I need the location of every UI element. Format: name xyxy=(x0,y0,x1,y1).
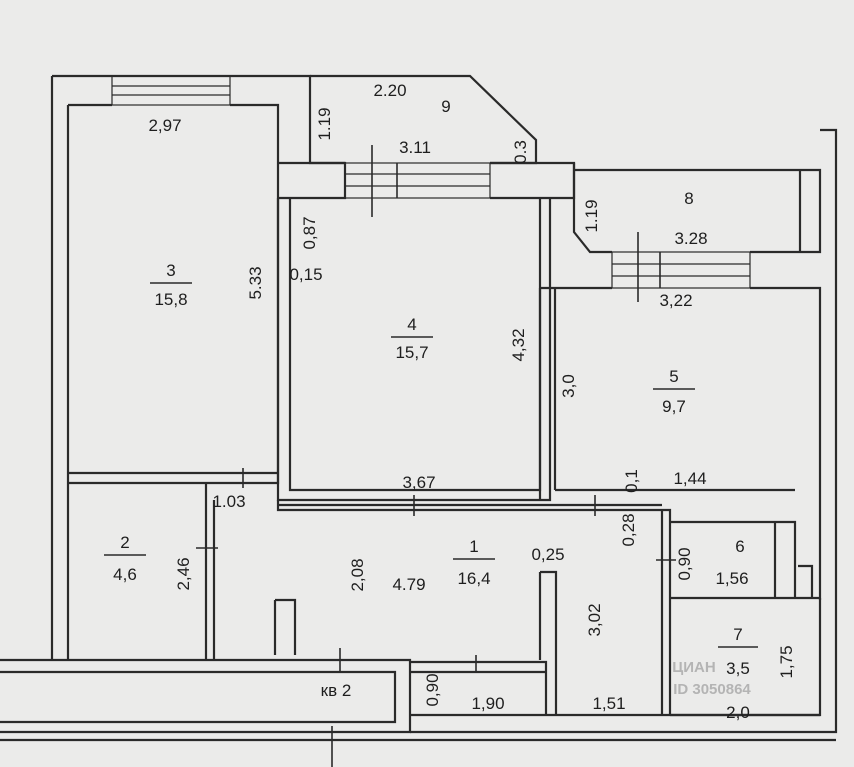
dim-0-1: 0,1 xyxy=(622,469,641,493)
dimension-ticks xyxy=(196,468,676,767)
dim-2-97: 2,97 xyxy=(148,116,181,135)
window-room4 xyxy=(344,145,491,217)
room-labels: 3 15,8 4 15,7 5 9,7 2 4,6 1 16,4 6 7 3,5… xyxy=(104,97,758,678)
room-2-number: 2 xyxy=(120,533,129,552)
watermark-id: ID 3050864 xyxy=(673,681,751,698)
windows xyxy=(111,75,751,302)
room-2-area: 4,6 xyxy=(113,565,137,584)
dim-1-75: 1,75 xyxy=(777,645,796,678)
dim-2-20: 2.20 xyxy=(373,81,406,100)
dim-0-15: 0,15 xyxy=(289,265,322,284)
room-5-number: 5 xyxy=(669,367,678,386)
dim-2-46: 2,46 xyxy=(174,557,193,590)
dim-0-90-bottom: 0,90 xyxy=(423,673,442,706)
wall-room1 xyxy=(204,483,672,715)
dim-5-33: 5.33 xyxy=(246,266,265,299)
dim-0-87: 0,87 xyxy=(300,216,319,249)
room-4-number: 4 xyxy=(407,315,416,334)
dim-1-19-right: 1.19 xyxy=(582,199,601,232)
wall-room4 xyxy=(276,161,576,502)
dim-3-0: 3,0 xyxy=(559,374,578,398)
dim-2-08: 2,08 xyxy=(348,558,367,591)
apartment-label: кв 2 xyxy=(321,681,352,700)
dim-0-28: 0,28 xyxy=(619,513,638,546)
room-1-area: 16,4 xyxy=(457,569,490,588)
dim-0-90-right: 0,90 xyxy=(675,547,694,580)
dim-4-32: 4,32 xyxy=(509,328,528,361)
walls xyxy=(0,74,838,742)
dim-0-3: 0.3 xyxy=(511,140,530,164)
dim-3-28: 3.28 xyxy=(674,229,707,248)
wall-balcony-8 xyxy=(572,163,822,254)
dim-1-51: 1,51 xyxy=(592,694,625,713)
room-7-area: 3,5 xyxy=(726,659,750,678)
window-room5 xyxy=(611,232,751,302)
wall-column xyxy=(273,598,297,655)
dim-0-25: 0,25 xyxy=(531,545,564,564)
wall-room5 xyxy=(538,286,822,600)
room-9-number: 9 xyxy=(441,97,450,116)
room-4-area: 15,7 xyxy=(395,343,428,362)
window-room3 xyxy=(111,75,231,106)
dim-1-90: 1,90 xyxy=(471,694,504,713)
dim-3-02: 3,02 xyxy=(585,603,604,636)
dim-4-79: 4.79 xyxy=(392,575,425,594)
watermark-brand: ЦИАН xyxy=(672,659,715,676)
dim-1-03: 1.03 xyxy=(212,492,245,511)
room-7-number: 7 xyxy=(733,625,742,644)
dim-3-67: 3,67 xyxy=(402,473,435,492)
room-3-number: 3 xyxy=(166,261,175,280)
room-5-area: 9,7 xyxy=(662,397,686,416)
dim-1-56: 1,56 xyxy=(715,569,748,588)
dimension-labels: 2.20 1.19 3.11 0.3 2,97 0,87 0,15 5.33 1… xyxy=(148,81,796,722)
dim-1-44: 1,44 xyxy=(673,469,706,488)
wall-bottom-strip xyxy=(0,658,548,734)
wall-bottom-outer xyxy=(0,128,838,742)
room-1-number: 1 xyxy=(469,537,478,556)
dim-3-11: 3.11 xyxy=(399,138,431,157)
wall-room6-7 xyxy=(670,520,822,717)
room-3-area: 15,8 xyxy=(154,290,187,309)
wall-niche xyxy=(538,570,558,715)
dim-3-22: 3,22 xyxy=(659,291,692,310)
dim-1-19-top: 1.19 xyxy=(315,107,334,140)
dim-2-0: 2,0 xyxy=(726,703,750,722)
watermark: ЦИАН ID 3050864 xyxy=(672,659,751,698)
room-6-number: 6 xyxy=(735,537,744,556)
room-8-number: 8 xyxy=(684,189,693,208)
